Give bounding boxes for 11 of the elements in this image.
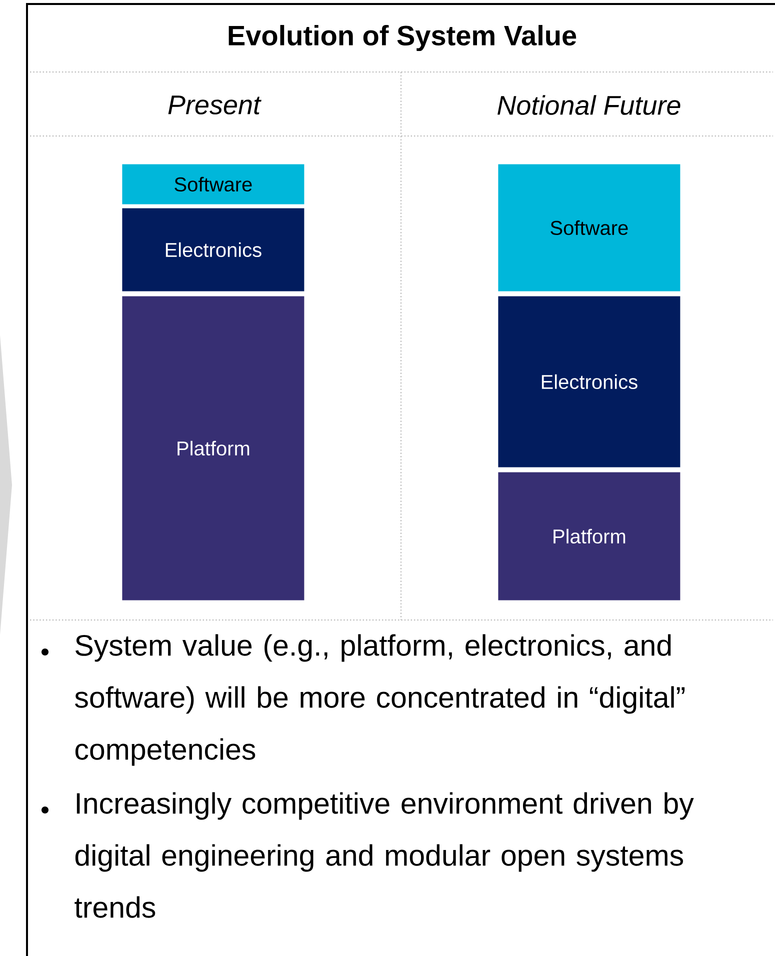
column-heading: Notional Future: [498, 95, 680, 115]
bar-segment: Software: [498, 164, 680, 292]
bar-segment: Electronics: [498, 296, 680, 468]
bar-segment: Software: [122, 164, 304, 204]
column-heading: Present: [168, 96, 262, 114]
bullet-text: System value (e.g., platform, electronics, and software) will be more concentrated in “digital” competencies: [75, 634, 685, 766]
bar-segment: Platform: [122, 296, 304, 600]
bar-segment: Electronics: [122, 208, 304, 292]
title-text: Evolution of System Value: [228, 24, 576, 52]
bullet-text: Increasingly competitive environment driven by digital engineering and modular open systems trends: [74, 792, 694, 918]
bar-segment: Platform: [498, 472, 680, 600]
